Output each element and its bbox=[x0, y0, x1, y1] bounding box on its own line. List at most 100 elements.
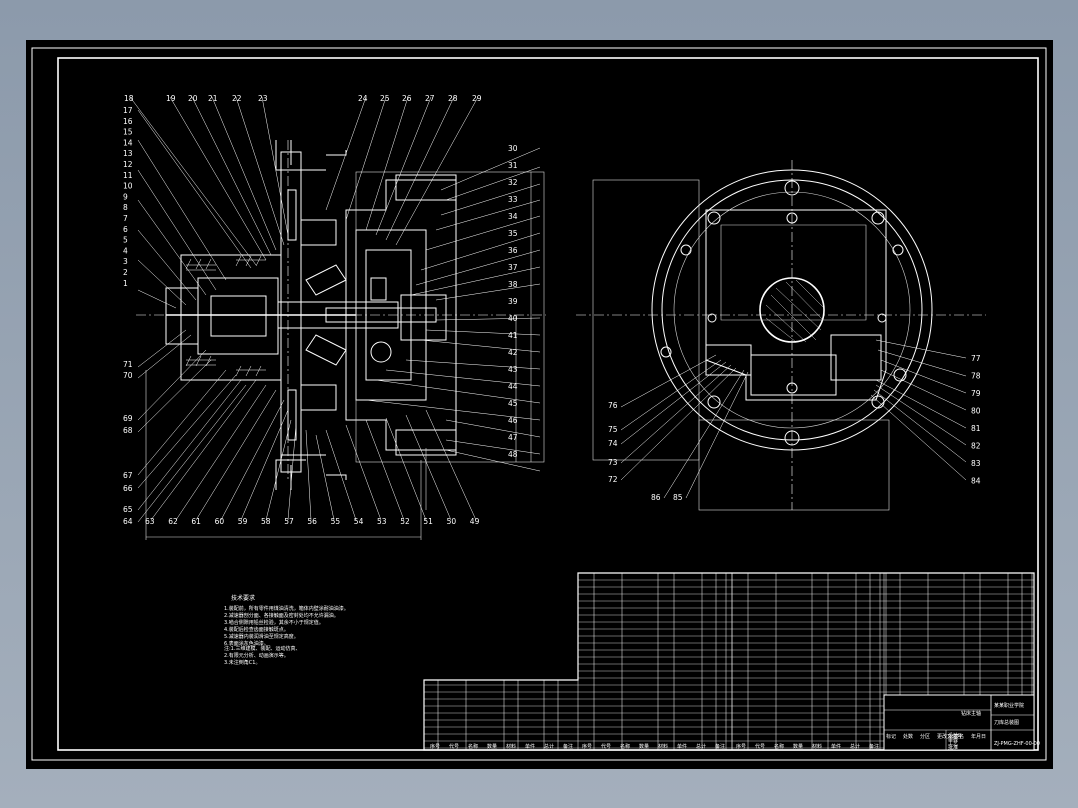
bom-header: 名称 bbox=[620, 743, 630, 750]
callout-label: 6 bbox=[123, 225, 128, 234]
bom-header: 数量 bbox=[639, 743, 649, 750]
drawing-number: ZJ-PMG-ZHF-00-00 bbox=[994, 741, 1040, 747]
scale-row-cell: 分区 bbox=[920, 733, 930, 740]
callout-label: 86 bbox=[651, 493, 661, 502]
callout-label: 42 bbox=[508, 348, 518, 357]
callout-label: 38 bbox=[508, 280, 518, 289]
callout-label: 79 bbox=[971, 389, 981, 398]
bom-header: 数量 bbox=[487, 743, 497, 750]
callout-label: 16 bbox=[123, 117, 133, 126]
callout-label: 30 bbox=[508, 144, 518, 153]
callout-label: 13 bbox=[123, 149, 133, 158]
notes-title: 技术要求 bbox=[231, 594, 255, 602]
bom-header: 代号 bbox=[601, 743, 611, 750]
callout-label: 81 bbox=[971, 424, 981, 433]
callout-label: 37 bbox=[508, 263, 518, 272]
callout-label: 55 bbox=[331, 517, 341, 526]
technical-notes: 技术要求 1.装配前，所有零件用煤油清洗，箱体内壁涂耐油油漆。2.减速器剖分面、… bbox=[224, 594, 349, 666]
bom-header: 序号 bbox=[430, 743, 440, 750]
note-line: 3.啮合侧隙用铅丝检验，其余不小于规定值。 bbox=[224, 619, 324, 626]
callout-label: 28 bbox=[448, 94, 458, 103]
callout-label: 60 bbox=[215, 517, 225, 526]
sign-label: 工艺 bbox=[948, 741, 958, 747]
scale-row-cell: 更改文件号 bbox=[937, 733, 962, 740]
callout-label: 7 bbox=[123, 214, 128, 223]
section-view bbox=[136, 140, 546, 540]
bom-header: 序号 bbox=[582, 743, 592, 750]
bom-header: 单件 bbox=[525, 743, 535, 750]
callout-label: 74 bbox=[608, 439, 618, 448]
leader-lines-left bbox=[129, 96, 541, 523]
note-line: 6.表面涂灰色油漆。 bbox=[224, 640, 269, 647]
sign-label: 批准 bbox=[948, 744, 958, 751]
callout-label: 12 bbox=[123, 160, 133, 169]
note-line: 1.装配前，所有零件用煤油清洗，箱体内壁涂耐油油漆。 bbox=[224, 605, 349, 612]
callout-label: 69 bbox=[123, 414, 133, 423]
callout-label: 70 bbox=[123, 371, 133, 380]
leader-lines-right bbox=[620, 339, 967, 499]
callout-label: 18 bbox=[124, 94, 134, 103]
callout-label: 4 bbox=[123, 246, 128, 255]
bom-header: 序号 bbox=[736, 743, 746, 750]
callout-label: 66 bbox=[123, 484, 133, 493]
bom-header: 代号 bbox=[755, 743, 765, 750]
callout-label: 10 bbox=[123, 182, 133, 191]
bom-header: 总计 bbox=[850, 743, 860, 750]
scale-row-cell: 处数 bbox=[903, 733, 913, 740]
callout-label: 26 bbox=[402, 94, 412, 103]
note-line: 3.未注倒角C1。 bbox=[224, 659, 260, 666]
note-line: 4.装配后检查齿面接触斑点。 bbox=[224, 626, 289, 633]
callout-label: 76 bbox=[608, 401, 618, 410]
callout-label: 53 bbox=[377, 517, 387, 526]
callout-label: 41 bbox=[508, 331, 518, 340]
drawing-name: 刀库总装图 bbox=[994, 719, 1019, 726]
callout-label: 43 bbox=[508, 365, 518, 374]
callout-label: 31 bbox=[508, 161, 518, 170]
callout-label: 62 bbox=[168, 517, 178, 526]
side-view bbox=[576, 160, 986, 511]
callout-label: 2 bbox=[123, 268, 128, 277]
note-line: 2.有限元分析、动画演示等。 bbox=[224, 652, 289, 659]
engineering-drawing: 1819202122232425262728291716151413121110… bbox=[31, 47, 1047, 761]
callout-label: 23 bbox=[258, 94, 268, 103]
bom-header: 总计 bbox=[544, 743, 554, 750]
bom-header: 代号 bbox=[449, 743, 459, 750]
sign-label: 设计 bbox=[948, 732, 958, 739]
bom-header: 名称 bbox=[774, 743, 784, 750]
title-label: 钻床主轴 bbox=[961, 710, 981, 717]
callout-label: 48 bbox=[508, 450, 518, 459]
outer-frame bbox=[31, 47, 1047, 761]
callout-label: 27 bbox=[425, 94, 435, 103]
bom-header: 材料 bbox=[506, 743, 516, 750]
company-name: 某某职业学院 bbox=[994, 702, 1024, 709]
callout-label: 3 bbox=[123, 257, 128, 266]
callout-label: 39 bbox=[508, 297, 518, 306]
note-line: 2.减速器剖分面、各接触面及密封处均不允许漏油。 bbox=[224, 612, 339, 619]
callout-label: 73 bbox=[608, 458, 618, 467]
callout-label: 67 bbox=[123, 471, 133, 480]
callout-label: 11 bbox=[123, 171, 133, 180]
callout-label: 56 bbox=[307, 517, 317, 526]
callout-label: 36 bbox=[508, 246, 518, 255]
callout-label: 46 bbox=[508, 416, 518, 425]
callout-label: 21 bbox=[208, 94, 218, 103]
callout-label: 65 bbox=[123, 505, 133, 514]
callout-label: 78 bbox=[971, 372, 981, 381]
bom-header: 数量 bbox=[793, 743, 803, 750]
callout-label: 32 bbox=[508, 178, 518, 187]
callout-label: 51 bbox=[423, 517, 433, 526]
callout-label: 1 bbox=[123, 279, 128, 288]
callout-label: 22 bbox=[232, 94, 242, 103]
callout-label: 50 bbox=[447, 517, 457, 526]
callout-label: 29 bbox=[472, 94, 482, 103]
callout-label: 58 bbox=[261, 517, 271, 526]
bom-header: 备注 bbox=[563, 743, 573, 750]
callout-label: 44 bbox=[508, 382, 518, 391]
callout-label: 57 bbox=[284, 517, 294, 526]
note-line: 注:1.三维建模、装配、运动仿真、 bbox=[224, 645, 300, 652]
callout-label: 8 bbox=[123, 203, 128, 212]
inner-frame bbox=[57, 57, 1039, 751]
